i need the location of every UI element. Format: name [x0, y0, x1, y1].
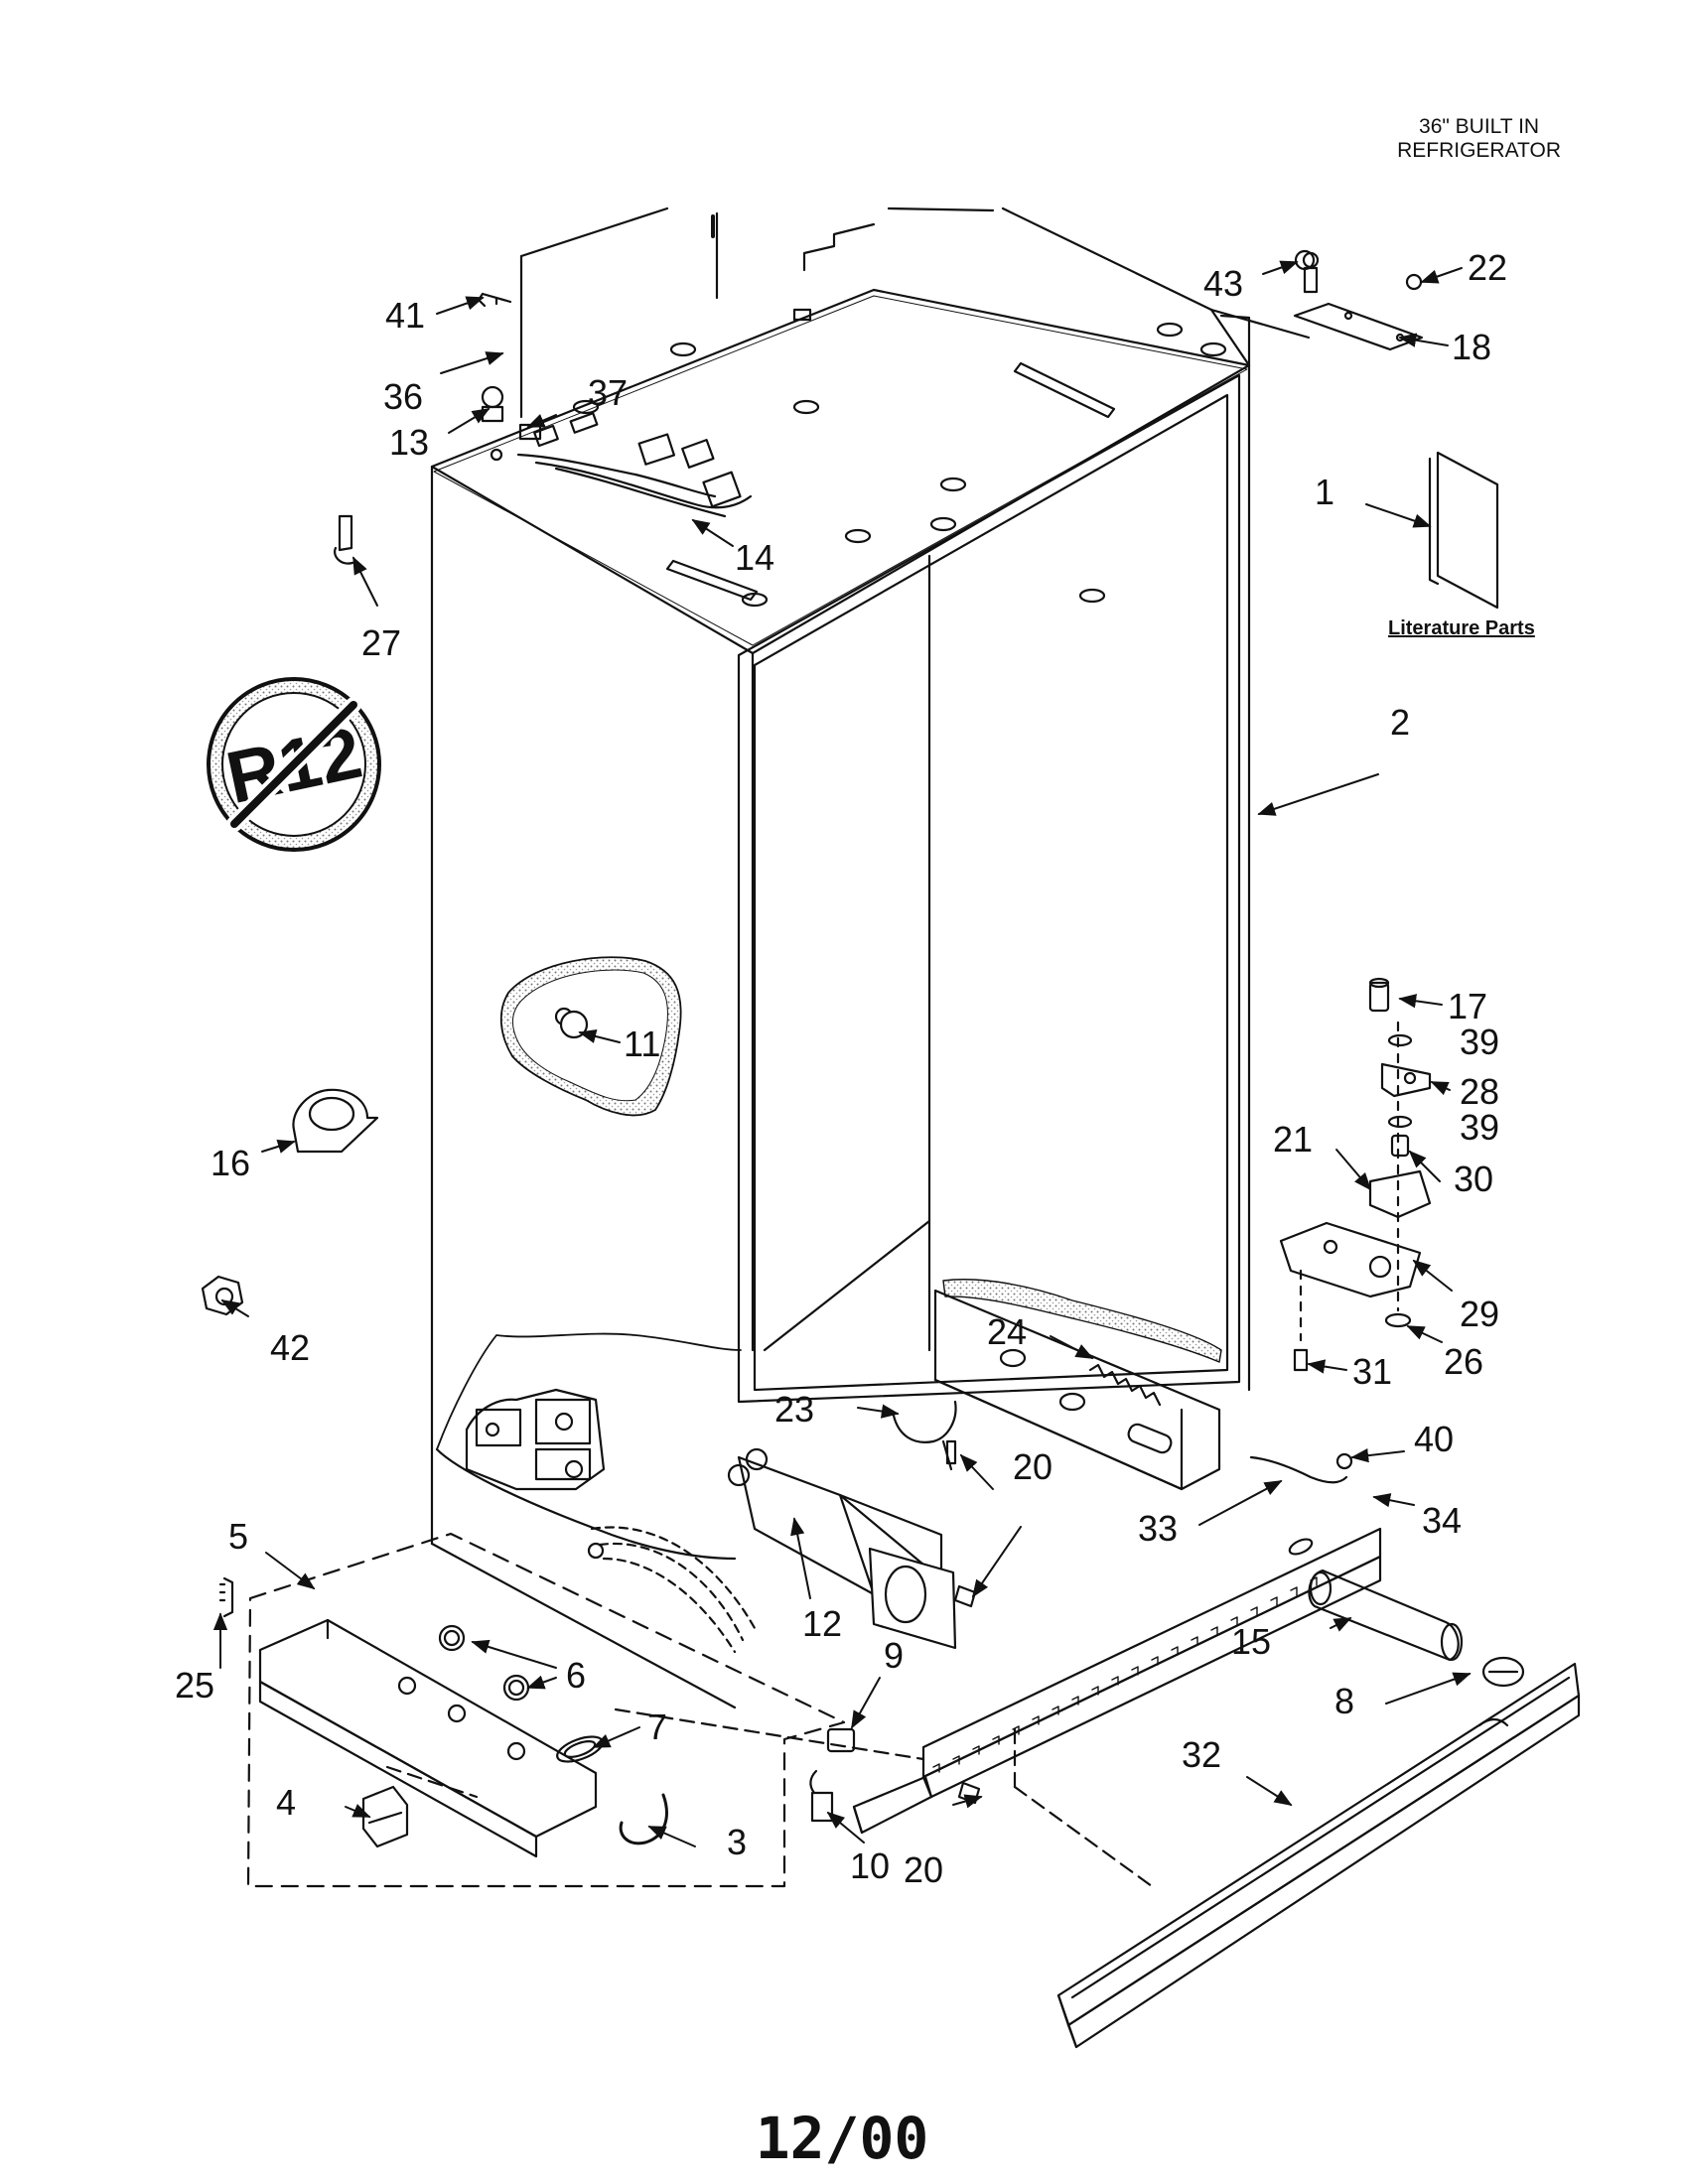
callout-13: 13 [389, 422, 429, 463]
callout-2: 2 [1390, 702, 1410, 743]
callout-26: 26 [1444, 1341, 1483, 1382]
callout-27: 27 [361, 622, 401, 663]
callout-11: 11 [624, 1024, 660, 1064]
callout-36: 36 [383, 376, 423, 417]
callout-1: 1 [1315, 472, 1334, 512]
callout-18: 18 [1452, 327, 1491, 367]
callout-39a: 39 [1460, 1022, 1499, 1062]
callout-32: 32 [1182, 1734, 1221, 1775]
callout-43: 43 [1203, 263, 1243, 304]
bottom-channel-assembly [465, 1289, 1221, 1654]
callout-20a: 20 [1013, 1446, 1052, 1487]
callout-24: 24 [987, 1311, 1027, 1352]
no-r12-symbol: R12 [207, 677, 381, 852]
cabinet-top [430, 288, 1251, 655]
callout-17: 17 [1448, 986, 1487, 1026]
header-line-1: 36" BUILT IN [1419, 115, 1540, 138]
hinge-hardware [1279, 251, 1432, 1372]
callout-4: 4 [276, 1782, 296, 1823]
callout-22: 22 [1468, 247, 1507, 288]
callout-14: 14 [735, 537, 774, 578]
callout-41: 41 [385, 295, 425, 336]
callout-3: 3 [727, 1822, 747, 1862]
callout-39b: 39 [1460, 1107, 1499, 1148]
callout-10: 10 [850, 1845, 890, 1886]
callout-34: 34 [1422, 1500, 1462, 1541]
callout-37: 37 [588, 372, 628, 413]
callout-8: 8 [1334, 1681, 1354, 1721]
cabinet-body [430, 363, 1251, 1709]
callout-15: 15 [1231, 1621, 1271, 1662]
callout-9: 9 [884, 1635, 904, 1676]
callout-12: 12 [802, 1603, 842, 1644]
footer-date: 12/00 [755, 2105, 929, 2172]
callout-42: 42 [270, 1327, 310, 1368]
callout-29: 29 [1460, 1294, 1499, 1334]
callout-6: 6 [566, 1655, 586, 1696]
callout-labels: 1 2 3 4 5 6 7 8 9 10 11 12 13 14 15 16 1… [175, 247, 1507, 1890]
literature-parts-label: Literature Parts [1388, 617, 1535, 639]
callout-25: 25 [175, 1665, 214, 1706]
header-line-2: REFRIGERATOR [1397, 139, 1561, 162]
grille-kickplate [614, 1452, 1581, 2049]
callout-21: 21 [1273, 1119, 1313, 1160]
callout-7: 7 [647, 1706, 667, 1747]
callout-30: 30 [1454, 1159, 1493, 1199]
back-panel [519, 206, 1311, 419]
leader-lines [212, 260, 1472, 1847]
loose-parts [201, 249, 1499, 1823]
diagram-header: 36" BUILT IN REFRIGERATOR [1397, 115, 1561, 163]
callout-31: 31 [1352, 1351, 1392, 1392]
callout-23: 23 [774, 1389, 814, 1430]
callout-5: 5 [228, 1516, 248, 1557]
callout-40: 40 [1414, 1419, 1454, 1459]
callout-33: 33 [1138, 1508, 1178, 1549]
callout-16: 16 [210, 1143, 250, 1183]
callout-20c: 20 [904, 1849, 943, 1890]
callout-28: 28 [1460, 1071, 1499, 1112]
control-panel-box [246, 1532, 846, 1888]
